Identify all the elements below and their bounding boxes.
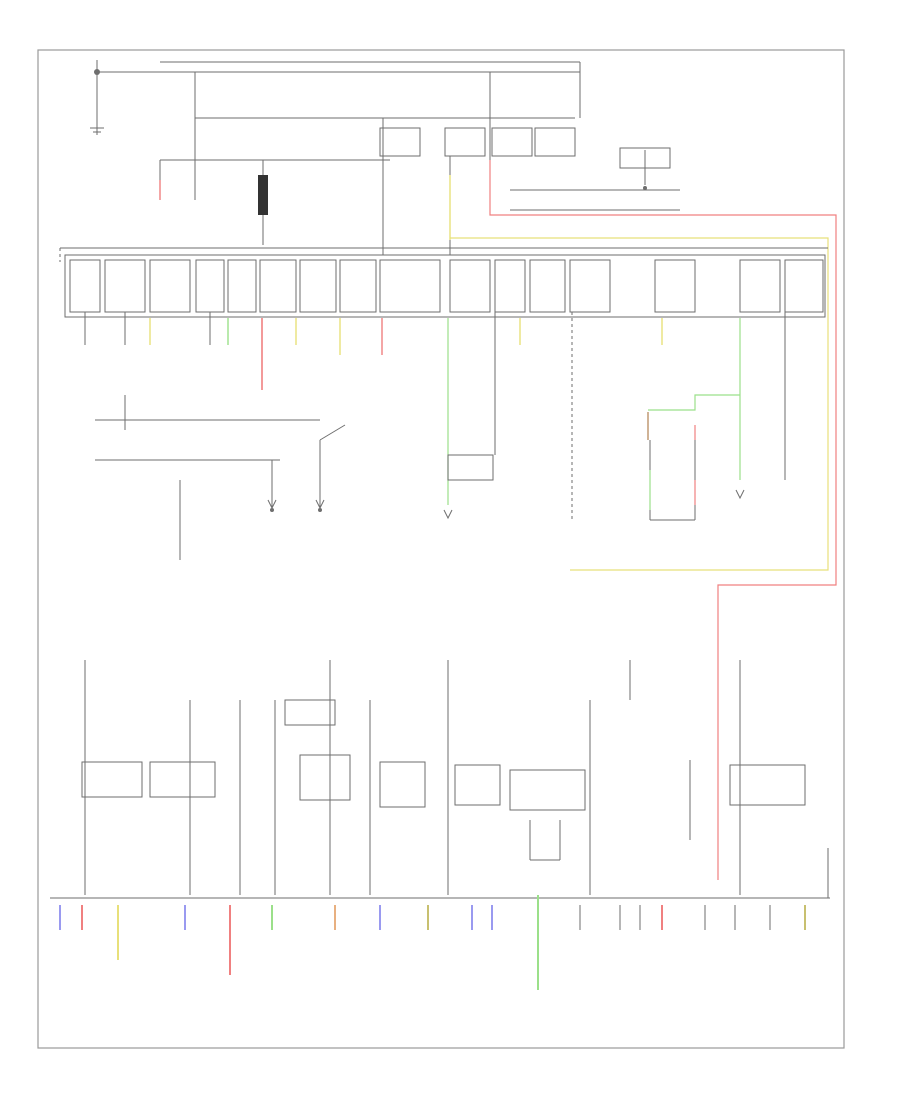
bottom-connectors xyxy=(59,895,806,990)
relay-mid-center xyxy=(447,410,496,481)
ground-bus xyxy=(50,848,830,899)
battery-icon xyxy=(90,60,104,135)
ignition-switch-top xyxy=(510,147,680,211)
fuse-block-main xyxy=(59,247,828,318)
top-fuses xyxy=(379,118,576,255)
mid-left-circuit xyxy=(95,395,346,560)
lower-circuits xyxy=(84,660,741,895)
lower-switch xyxy=(529,820,561,861)
wire-yellow-long xyxy=(450,237,829,571)
relay-bank-lower xyxy=(81,699,806,811)
fusible-link-icon xyxy=(258,160,268,245)
diagram-frame xyxy=(37,49,845,1049)
ground-icon xyxy=(267,489,745,520)
wire-red-long xyxy=(489,160,837,880)
relay-cluster-right xyxy=(647,394,740,521)
fuse-drops xyxy=(84,312,786,520)
